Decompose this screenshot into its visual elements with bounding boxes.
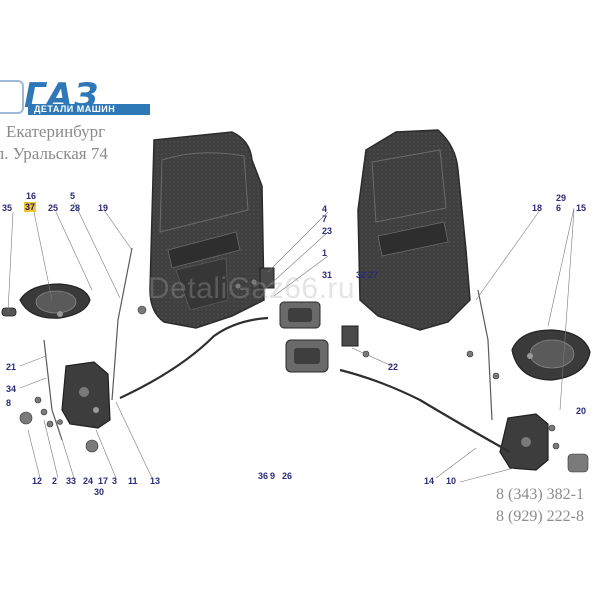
callout-14: 14 bbox=[424, 476, 435, 486]
callout-36: 36 bbox=[258, 471, 269, 481]
logo-tagline-bar bbox=[28, 104, 150, 115]
left-outer-handle bbox=[1, 283, 91, 319]
callout-30: 30 bbox=[94, 487, 105, 497]
callout-34: 34 bbox=[6, 384, 17, 394]
callout-22: 22 bbox=[388, 362, 399, 372]
callout-3: 3 bbox=[112, 476, 118, 486]
callout-7: 7 bbox=[322, 214, 328, 224]
left-inner-handle bbox=[279, 301, 321, 329]
callout-24: 24 bbox=[83, 476, 94, 486]
callout-19: 19 bbox=[98, 203, 109, 213]
callout-13: 13 bbox=[150, 476, 161, 486]
callout-2: 2 bbox=[52, 476, 58, 486]
callout-21: 21 bbox=[6, 362, 17, 372]
callout-23: 23 bbox=[322, 226, 333, 236]
actuator-cables bbox=[119, 316, 511, 453]
callout-37: 37 bbox=[24, 202, 37, 212]
callout-26: 26 bbox=[282, 471, 293, 481]
callout-9: 9 bbox=[270, 471, 276, 481]
right-door-lock bbox=[499, 413, 549, 471]
logo-emblem-icon bbox=[0, 80, 24, 114]
right-inner-handle bbox=[285, 339, 329, 373]
callout-35: 35 bbox=[2, 203, 13, 213]
left-hinge bbox=[259, 267, 275, 289]
callout-33: 33 bbox=[66, 476, 77, 486]
callout-32: 32 bbox=[356, 270, 367, 280]
actuator-rods bbox=[43, 247, 493, 441]
city-label: Екатеринбург bbox=[6, 122, 106, 141]
phone-2: 8 (929) 222-8 bbox=[496, 508, 584, 525]
callout-5: 5 bbox=[70, 191, 76, 201]
right-outer-handle bbox=[511, 329, 591, 381]
callout-8: 8 bbox=[6, 398, 12, 408]
callout-20: 20 bbox=[576, 406, 587, 416]
address-label: ул. Уральская 74 bbox=[0, 144, 108, 163]
fasteners bbox=[19, 278, 589, 473]
right-hinge bbox=[341, 325, 359, 347]
left-door-lock bbox=[61, 361, 111, 429]
phone-1: 8 (343) 382-1 bbox=[496, 486, 584, 503]
watermark: DetaliGaz66.ru bbox=[148, 272, 356, 305]
logo-tagline: ДЕТАЛИ МАШИН bbox=[34, 104, 116, 114]
callout-27: 27 bbox=[368, 270, 379, 280]
leader-lines bbox=[7, 201, 575, 483]
callout-6: 6 bbox=[556, 203, 562, 213]
callout-15: 15 bbox=[576, 203, 587, 213]
callout-10: 10 bbox=[446, 476, 457, 486]
callout-12: 12 bbox=[32, 476, 43, 486]
callout-28: 28 bbox=[70, 203, 81, 213]
callout-18: 18 bbox=[532, 203, 543, 213]
callout-17: 17 bbox=[98, 476, 109, 486]
callout-4: 4 bbox=[322, 204, 328, 214]
callout-31: 31 bbox=[322, 270, 333, 280]
left-door-panel bbox=[149, 131, 265, 329]
callout-1: 1 bbox=[322, 248, 328, 258]
callout-25: 25 bbox=[48, 203, 59, 213]
callout-16: 16 bbox=[26, 191, 37, 201]
callout-29: 29 bbox=[556, 193, 567, 203]
callout-11: 11 bbox=[128, 476, 138, 486]
